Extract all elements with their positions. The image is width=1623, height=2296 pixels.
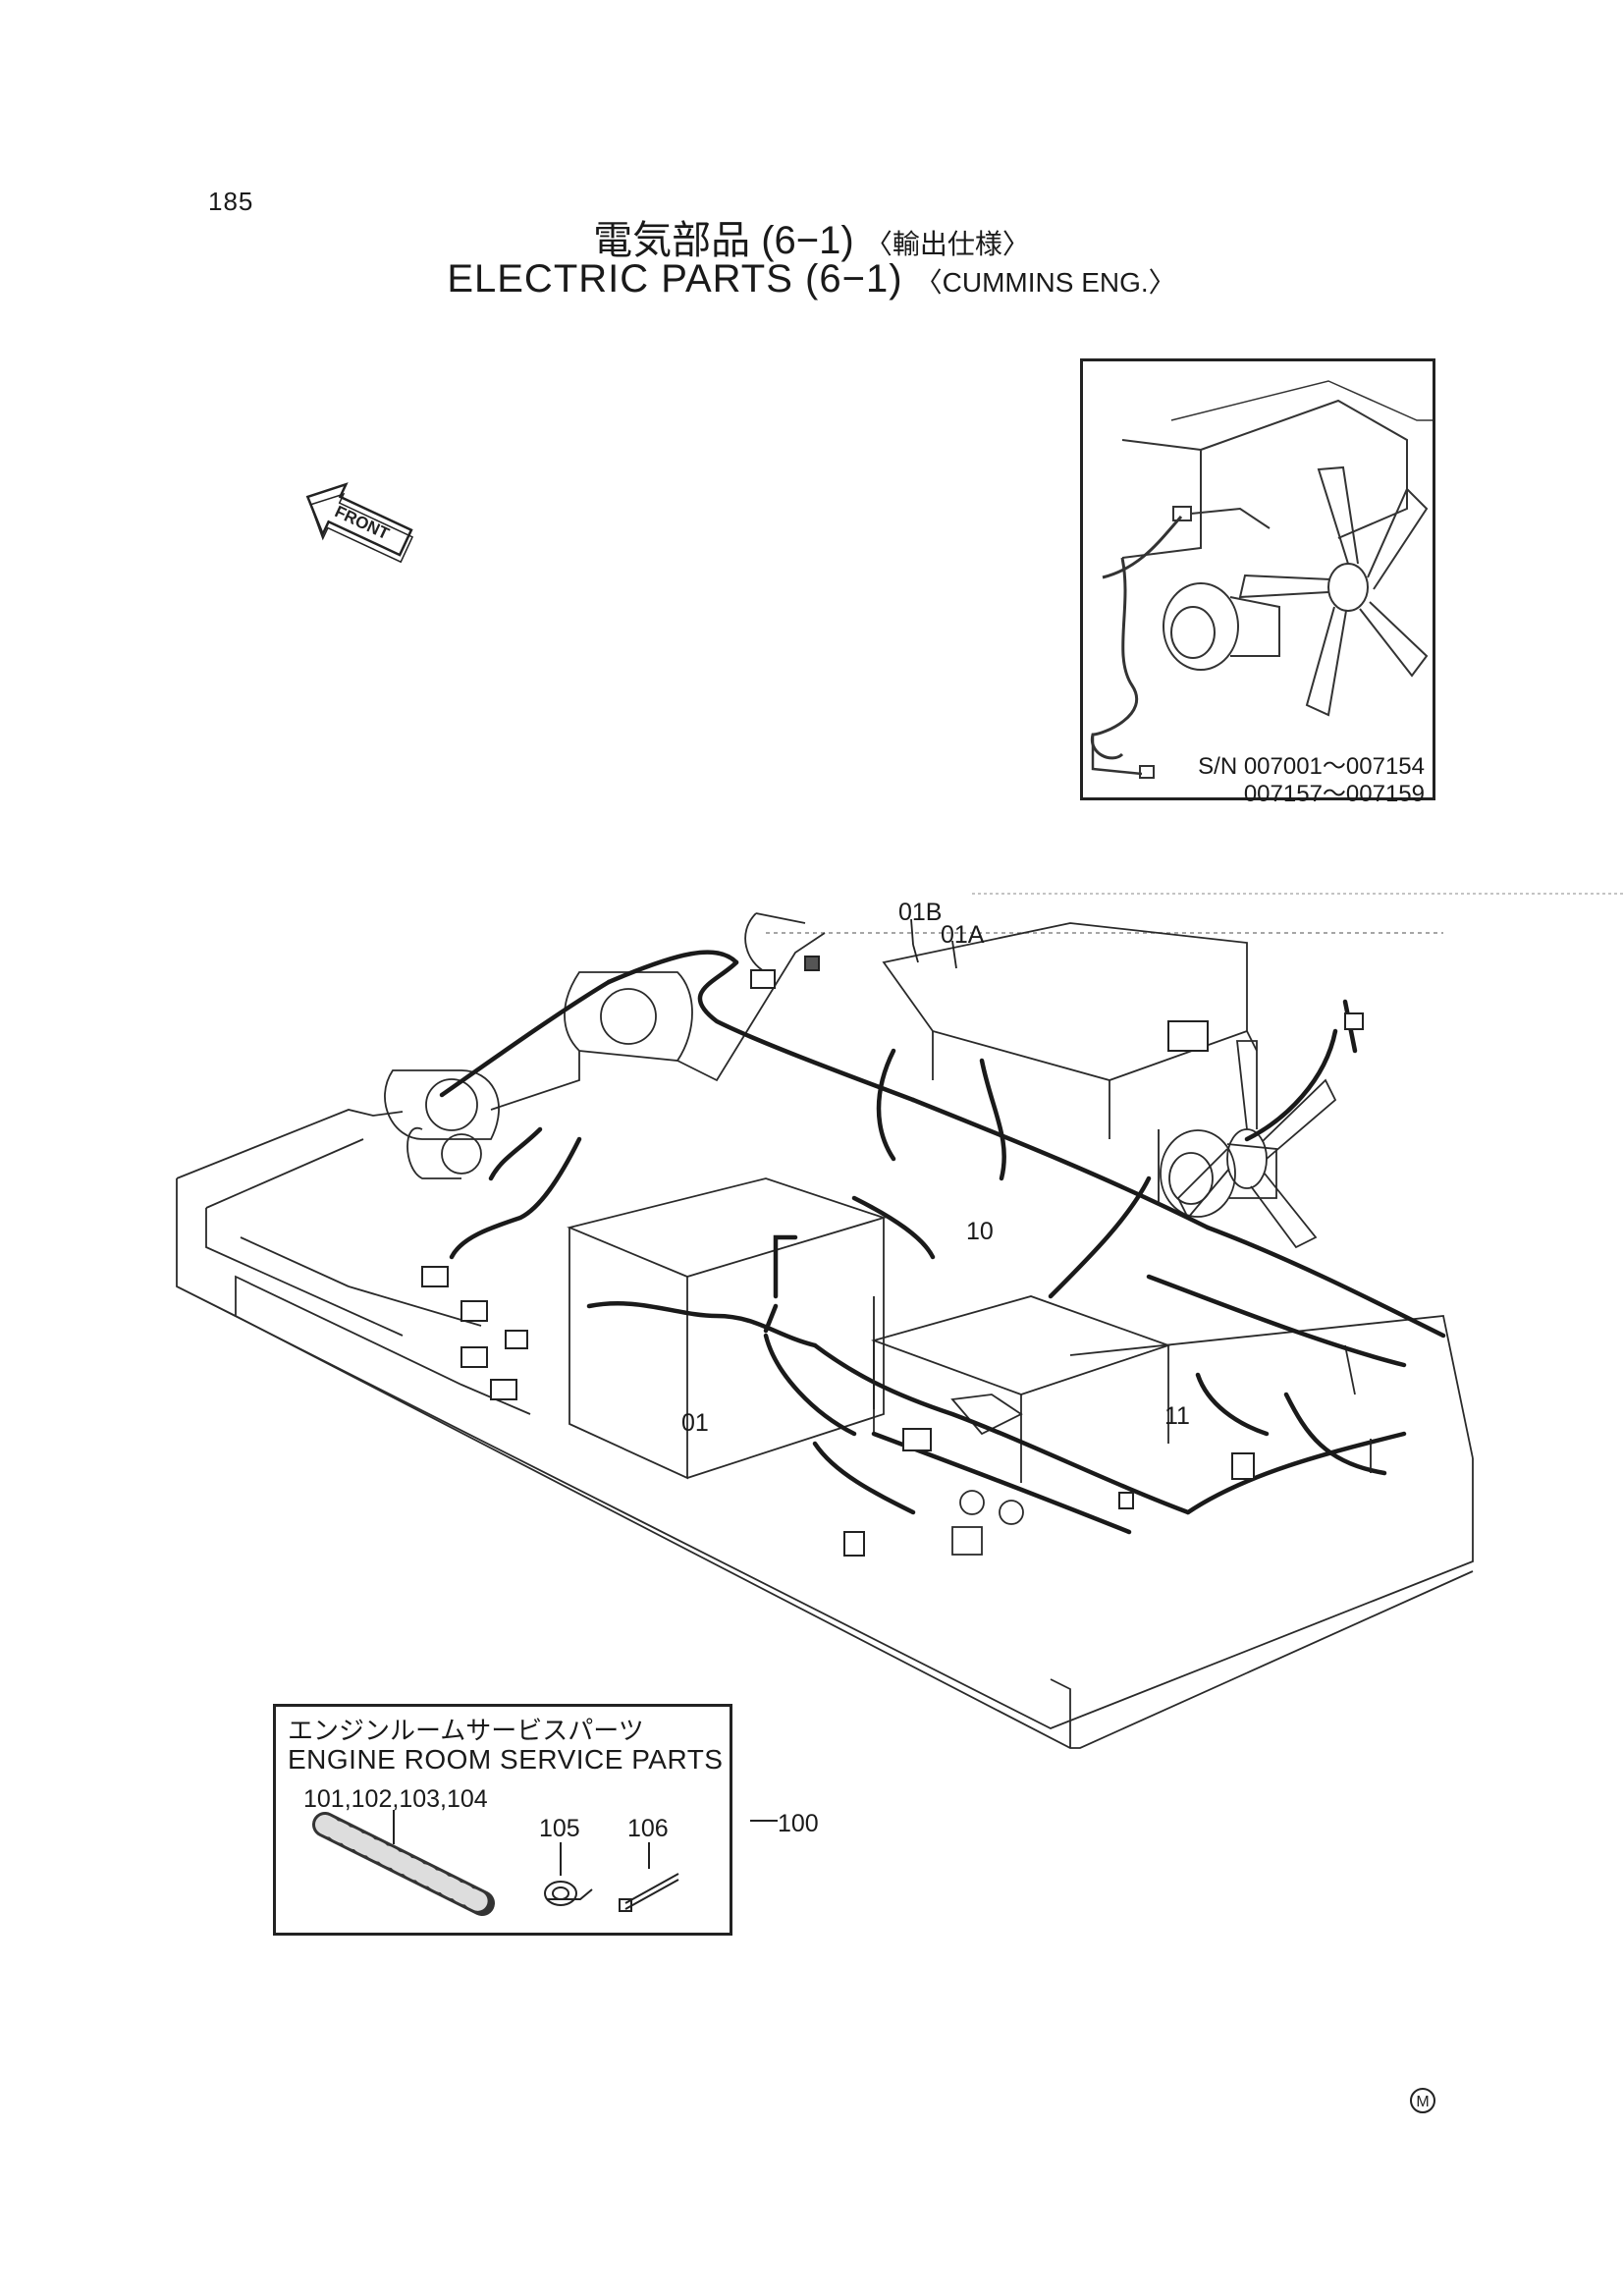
title-japanese: 電気部品 (6−1) 〈輸出仕様〉 <box>0 208 1623 265</box>
service-item-group-label: 101,102,103,104 <box>303 1785 488 1813</box>
m-mark-icon: M <box>1410 2088 1435 2113</box>
title-ja-main: 電気部品 (6−1) <box>593 219 854 262</box>
title-en-main: ELECTRIC PARTS (6−1) <box>447 257 903 301</box>
clamp-106-icon <box>619 1842 679 1912</box>
service-parts-drawing <box>312 1810 679 1916</box>
service-item-105-label: 105 <box>539 1815 580 1842</box>
callout-01B: 01B <box>898 899 943 926</box>
serial-range-line-1: S/N 007001～007154 <box>1198 753 1425 780</box>
title-english: ELECTRIC PARTS (6−1) 〈CUMMINS ENG.〉 <box>0 257 1623 301</box>
page-number: 185 <box>208 187 254 216</box>
callout-100: 100 <box>778 1810 819 1837</box>
registration-line <box>972 893 1623 895</box>
callout-01: 01 <box>681 1409 709 1437</box>
inset-detail-box: S/N 007001～007154 007157～007159 <box>1080 358 1435 807</box>
connector-group <box>421 956 1364 1557</box>
callout-leaders <box>873 918 1372 1473</box>
clip-105-icon <box>544 1842 593 1906</box>
serial-range-line-2: 007157～007159 <box>1243 781 1425 807</box>
service-parts-box: エンジンルームサービスパーツ ENGINE ROOM SERVICE PARTS… <box>273 1704 732 1936</box>
service-parts-title-en: ENGINE ROOM SERVICE PARTS <box>288 1744 724 1775</box>
inset-engine-drawing <box>1090 380 1433 779</box>
callout-10: 10 <box>966 1218 994 1245</box>
service-parts-title-ja: エンジンルームサービスパーツ <box>288 1716 644 1745</box>
cable-tie-bundle-icon <box>312 1812 495 1916</box>
callout-01A: 01A <box>941 921 985 949</box>
title-en-sub: 〈CUMMINS ENG.〉 <box>914 267 1176 298</box>
callout-11: 11 <box>1164 1402 1190 1430</box>
service-item-106-label: 106 <box>627 1815 669 1842</box>
wire-harness <box>439 950 1446 1535</box>
title-ja-sub: 〈輸出仕様〉 <box>864 229 1030 259</box>
front-arrow-icon: FRONT <box>305 482 414 564</box>
chassis-frame <box>176 912 1474 1749</box>
m-mark-label: M <box>1416 2094 1429 2110</box>
main-wiring-drawing <box>176 912 1474 1749</box>
callout-100-leader <box>750 1820 778 1822</box>
